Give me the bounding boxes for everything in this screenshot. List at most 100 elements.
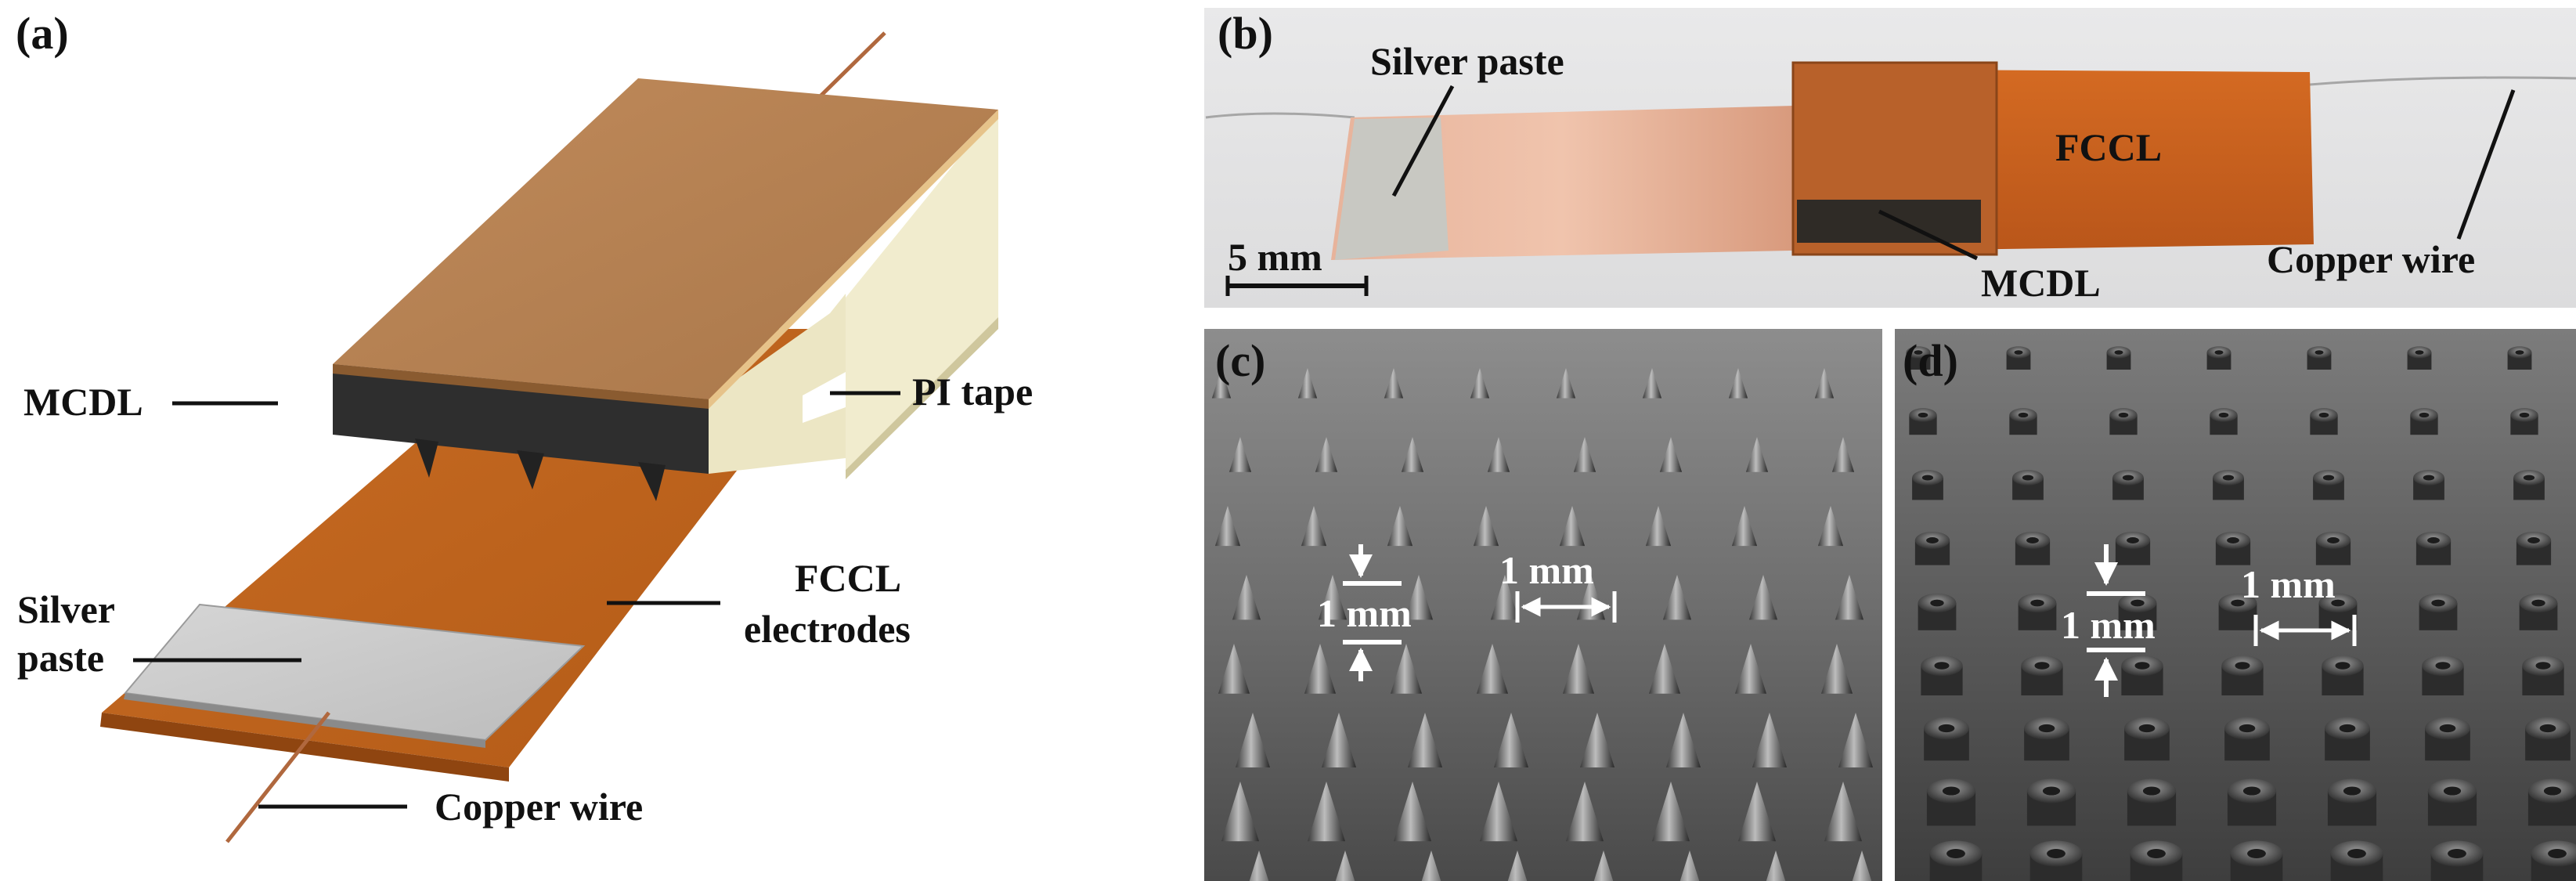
cone-spike [1408, 713, 1442, 767]
cone-spike [1824, 782, 1862, 842]
cone-spike [1645, 506, 1672, 547]
cone-spike [1211, 368, 1232, 399]
pillar [2519, 593, 2558, 630]
leader-mcdl-b [1878, 209, 1979, 261]
label-mcdl-b: MCDL [1981, 261, 2101, 305]
pillar [2522, 655, 2564, 695]
pillar [2018, 593, 2057, 630]
cone-spike [1648, 644, 1681, 694]
pillar [1914, 531, 1950, 565]
pillar [2513, 470, 2545, 500]
panel-b-letter: (b) [1218, 8, 1273, 59]
cone-spike [1315, 437, 1338, 472]
cone-spike [1652, 782, 1690, 842]
pillar [2419, 593, 2458, 630]
cone-spike [1218, 644, 1250, 694]
pillar [2106, 346, 2131, 370]
pillar [1909, 408, 1937, 435]
cone-spike [1728, 368, 1748, 399]
cone-spike [1470, 368, 1490, 399]
pi-tape-side [709, 294, 846, 474]
cone-spike [1659, 437, 1683, 472]
fccl-top-sheet-right-edge [709, 110, 998, 409]
pillar [2415, 531, 2452, 565]
cone-spike [1748, 575, 1778, 620]
pillar [2422, 655, 2464, 695]
pillar [2015, 531, 2051, 565]
cone-spike [1566, 782, 1604, 842]
photo-copper-wire-right [2309, 76, 2576, 86]
cone-spike [1480, 782, 1517, 842]
cone-spike [1831, 437, 1855, 472]
cone-spike [1232, 575, 1261, 620]
pillar [1924, 717, 1969, 761]
label-silver-b: Silver paste [1370, 39, 1564, 83]
cone-spike [1297, 368, 1318, 399]
cone-spike [1384, 368, 1404, 399]
panel-c-letter: (c) [1215, 335, 1265, 386]
cone-spike [1490, 575, 1520, 620]
pillar [2210, 408, 2238, 435]
pillar [1929, 840, 1983, 881]
cone-spike [1421, 850, 1441, 881]
pillar [1912, 470, 1943, 500]
pillar [2221, 655, 2264, 695]
label-mcdl-a: MCDL [23, 380, 143, 424]
cone-spike [1679, 850, 1700, 881]
fccl-electrode-edge [100, 713, 509, 782]
cone-spike [1852, 850, 1872, 881]
pillar [2215, 531, 2251, 565]
label-d-col-spacing: 1 mm [2241, 562, 2336, 606]
cone-spike [1394, 782, 1431, 842]
cone-spike [1473, 506, 1499, 547]
silver-paste-edge [124, 693, 485, 748]
label-copper-a: Copper wire [435, 785, 643, 829]
panel-c: (c) 1 mm 1 mm [1204, 329, 1882, 881]
leader-copper-b [2456, 89, 2516, 240]
cone-spike [1228, 437, 1252, 472]
fccl-top-sheet-edge [333, 364, 709, 409]
pillar [2218, 593, 2257, 630]
pillar [2012, 470, 2044, 500]
pillar [1918, 593, 1957, 630]
cone-spike [1221, 782, 1259, 842]
cone-spike [1745, 437, 1769, 472]
cone-spike [1507, 850, 1528, 881]
pillar [2507, 346, 2532, 370]
cone-spike [1731, 506, 1758, 547]
cone-spike [1476, 644, 1509, 694]
pillar [2213, 470, 2244, 500]
pillar [2325, 717, 2370, 761]
pillar [2230, 840, 2283, 881]
label-fccl-a-2: electrodes [744, 607, 911, 651]
photo-silver-paste [1335, 117, 1449, 260]
pillar [1926, 778, 1976, 826]
pillar [2425, 717, 2470, 761]
cone-spike [1404, 575, 1434, 620]
pillar [2413, 470, 2444, 500]
cone-spike [1401, 437, 1424, 472]
pillar [2407, 346, 2432, 370]
pillar-array [1906, 346, 2576, 881]
cone-spike [1738, 782, 1776, 842]
label-silver-a-1: Silver [17, 587, 115, 631]
cone-spike [1814, 368, 1835, 399]
pillar [2322, 655, 2364, 695]
cone-spike [1580, 713, 1615, 767]
cone-spike [1562, 644, 1595, 694]
label-fccl-b: FCCL [2055, 125, 2162, 169]
pillar [2124, 717, 2170, 761]
pillar [2021, 655, 2063, 695]
cone-spike [1662, 575, 1692, 620]
pillar [2026, 778, 2076, 826]
pillar [2516, 531, 2552, 565]
cone-spike [1214, 506, 1241, 547]
pi-tape-back-edge [846, 317, 998, 479]
pillar [2527, 778, 2576, 826]
cone-spike [1335, 850, 1355, 881]
cone-spike [1734, 644, 1767, 694]
cone-spike [1556, 368, 1576, 399]
cone-spike [1766, 850, 1786, 881]
cone-spike [1573, 437, 1596, 472]
